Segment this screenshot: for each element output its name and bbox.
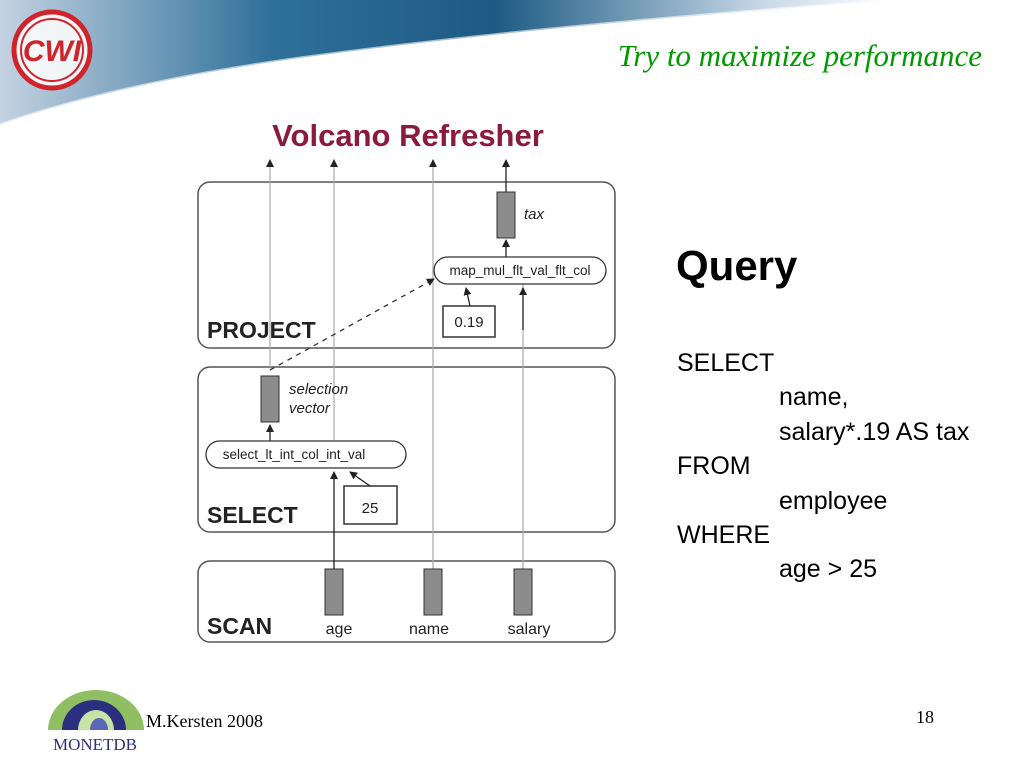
project-layer-label: PROJECT xyxy=(207,317,316,343)
map-operator-label: map_mul_flt_val_flt_col xyxy=(449,263,590,278)
scan-layer-label: SCAN xyxy=(207,613,272,639)
select-layer-box xyxy=(197,366,616,533)
constant-25-box xyxy=(343,485,398,525)
volcano-diagram: Volcano Refresher tax map_mul_flt_val_fl… xyxy=(197,118,616,643)
query-line: age > 25 xyxy=(779,555,878,583)
cwi-logo-text: CWI xyxy=(23,35,82,68)
select-layer-label: SELECT xyxy=(207,502,298,528)
scan-layer-box xyxy=(197,560,616,643)
constant-019-label: 0.19 xyxy=(454,314,483,331)
tax-label: tax xyxy=(524,206,545,223)
name-column-bar xyxy=(423,568,443,616)
query-line: salary*.19 AS tax xyxy=(779,418,970,446)
select-operator-label: select_lt_int_col_int_val xyxy=(223,447,366,462)
select-operator-node xyxy=(205,440,407,469)
selection-label-line2: vector xyxy=(289,400,331,417)
query-line: employee xyxy=(779,487,888,515)
query-line: SELECT xyxy=(677,349,775,377)
salary-column-bar xyxy=(513,568,533,616)
selection-vector-bar xyxy=(260,375,280,423)
monetdb-logo: MONETDB xyxy=(48,690,144,754)
header-band xyxy=(0,0,901,127)
scan-column-age: age xyxy=(326,621,353,638)
query-line: name, xyxy=(779,383,849,411)
cwi-logo: CWI xyxy=(11,9,93,91)
query-heading: Query xyxy=(676,242,798,289)
diagram-title: Volcano Refresher xyxy=(272,118,544,153)
author-credit: M.Kersten 2008 xyxy=(146,711,263,731)
age-column-bar xyxy=(324,568,344,616)
constant-to-map-arrow xyxy=(463,287,472,307)
selection-label-line1: selection xyxy=(289,381,348,398)
constant-25-label: 25 xyxy=(362,500,379,517)
map-operator-node xyxy=(433,256,607,285)
tax-column-bar xyxy=(496,191,516,239)
selection-to-map-dashed-arrow xyxy=(269,278,435,371)
query-line: WHERE xyxy=(677,521,771,549)
page-number: 18 xyxy=(916,707,934,727)
monetdb-logo-text: MONETDB xyxy=(53,735,137,754)
query-line: FROM xyxy=(677,452,751,480)
constant-019-box xyxy=(442,305,496,338)
slide-subtitle: Try to maximize performance xyxy=(617,38,982,73)
constant-to-select-arrow xyxy=(349,471,371,487)
scan-column-salary: salary xyxy=(508,621,551,638)
scan-column-name: name xyxy=(409,621,449,638)
